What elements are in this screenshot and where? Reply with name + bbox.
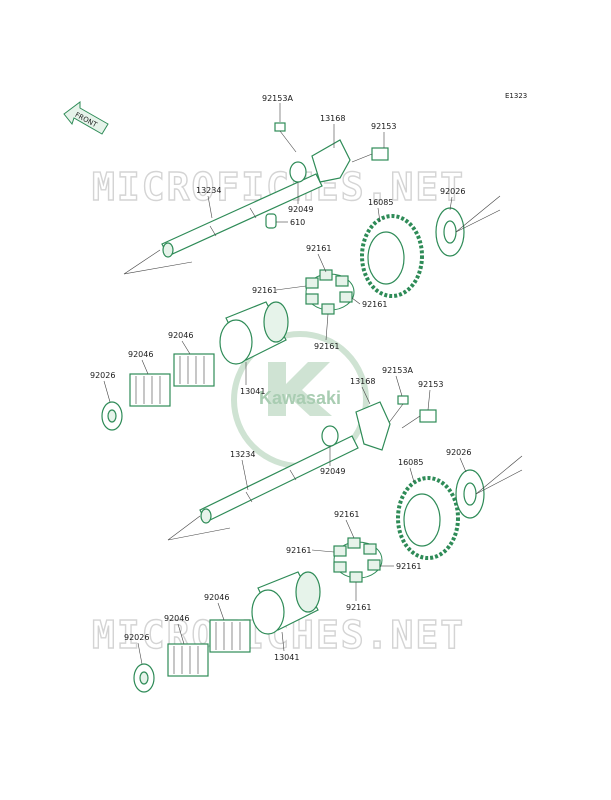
lever-13168-upper <box>311 139 351 183</box>
label-13168-lower: 13168 <box>350 377 375 386</box>
label-92046-upper: 92046 <box>168 331 193 340</box>
label-92161-top: 92161 <box>306 244 331 253</box>
label-92161-bottom: 92161 <box>314 342 339 351</box>
label-13041-lower: 13041 <box>274 653 299 662</box>
label-92161-left-lower: 92161 <box>286 546 311 555</box>
washer-92026-lower-left <box>133 663 155 693</box>
kawasaki-logo: Kawasaki <box>231 331 369 469</box>
label-92026: 92026 <box>440 187 465 196</box>
seal-92049-upper <box>289 161 307 183</box>
diagram-code: E1323 <box>505 92 527 100</box>
label-92161-top-lower: 92161 <box>334 510 359 519</box>
svg-text:Kawasaki: Kawasaki <box>259 388 341 408</box>
hub-13041-upper <box>219 301 289 365</box>
label-92161-bottom-lower: 92161 <box>346 603 371 612</box>
bearing-92046-upper-a <box>173 353 215 387</box>
label-92046-lower-lower: 92046 <box>164 614 189 623</box>
pin-610-upper <box>265 213 277 229</box>
washer-92026-lower <box>455 455 523 519</box>
bolt-92153A-upper <box>274 122 297 153</box>
hub-13041-lower <box>251 571 321 635</box>
bearing-92046-upper-b <box>129 373 171 407</box>
label-610: 610 <box>290 218 305 227</box>
label-92049-lower: 92049 <box>320 467 345 476</box>
label-92026-left-lower: 92026 <box>124 633 149 642</box>
label-92153: 92153 <box>371 122 396 131</box>
label-16085-lower: 16085 <box>398 458 423 467</box>
label-13234-lower: 13234 <box>230 450 255 459</box>
leader-lines <box>103 103 467 665</box>
bolt-92153-lower <box>401 409 437 429</box>
gear-16085-lower <box>396 476 460 560</box>
label-13234: 13234 <box>196 186 221 195</box>
label-92161-right: 92161 <box>362 300 387 309</box>
bearing-92046-lower-a <box>209 619 251 653</box>
bolt-92153-upper <box>351 147 389 163</box>
seal-92049-lower <box>321 425 339 447</box>
label-92153A-lower: 92153A <box>382 366 413 375</box>
label-13168: 13168 <box>320 114 345 123</box>
label-92026-lower: 92026 <box>446 448 471 457</box>
label-13041: 13041 <box>240 387 265 396</box>
label-92161-right-lower: 92161 <box>396 562 421 571</box>
label-92153A: 92153A <box>262 94 293 103</box>
label-92161-left: 92161 <box>252 286 277 295</box>
label-92026-left: 92026 <box>90 371 115 380</box>
bolt-92153A-lower <box>387 395 409 425</box>
label-92049: 92049 <box>288 205 313 214</box>
front-arrow-icon: FRONT <box>63 101 109 135</box>
washer-92026-upper <box>435 195 501 257</box>
label-92153-lower: 92153 <box>418 380 443 389</box>
rollers-92161-lower <box>333 537 383 583</box>
shaft-13234-lower <box>167 435 359 541</box>
bearing-92046-lower-b <box>167 643 209 677</box>
lever-13168-lower <box>355 401 391 451</box>
rollers-92161-upper <box>305 269 355 315</box>
label-92046-lower: 92046 <box>128 350 153 359</box>
label-92046-upper-lower: 92046 <box>204 593 229 602</box>
label-16085: 16085 <box>368 198 393 207</box>
gear-16085-upper <box>360 214 424 298</box>
shaft-13234-upper <box>123 173 323 275</box>
washer-92026-upper-left <box>101 401 123 431</box>
